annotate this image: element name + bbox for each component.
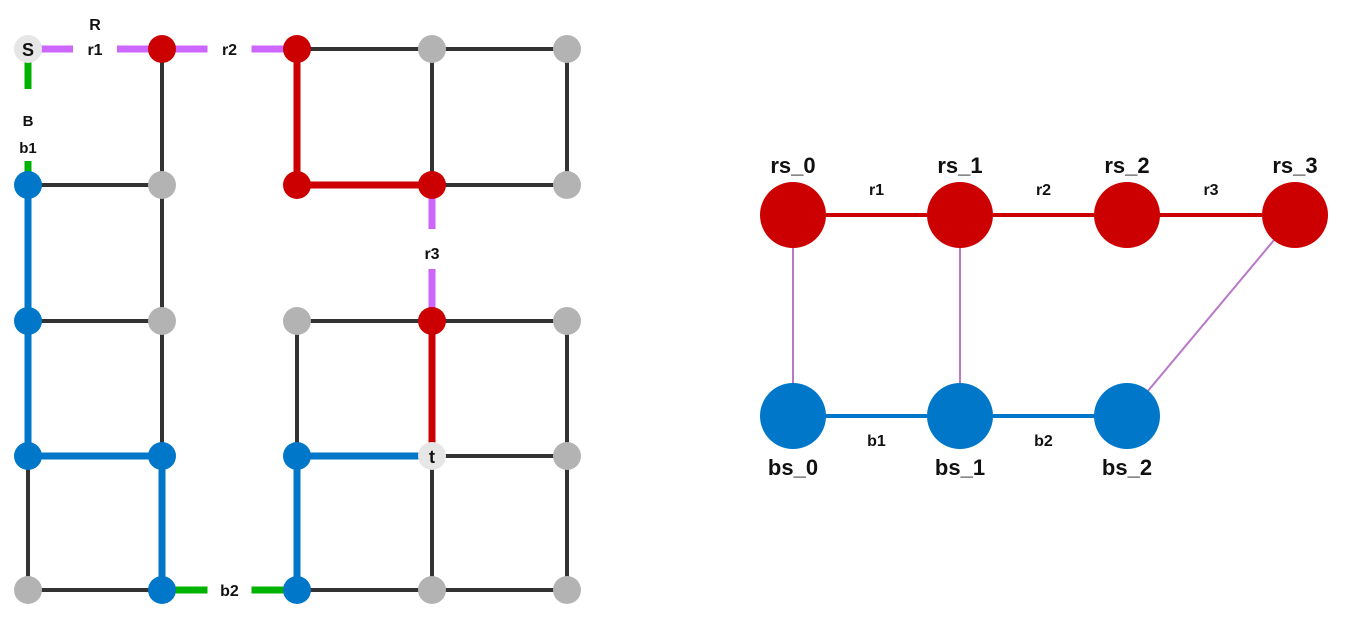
grid-node-light (14, 35, 42, 63)
grid-node-gray (283, 307, 311, 335)
grid-title-label: R (89, 17, 101, 34)
grid-graph-nodes: St (14, 35, 581, 604)
grid-node-blue (148, 442, 176, 470)
abstract-link-edge (1126, 214, 1296, 417)
grid-node-gray (418, 35, 446, 63)
abstract-edge-label: r2 (1036, 182, 1051, 199)
grid-node-gray (418, 576, 446, 604)
grid-node-red (418, 307, 446, 335)
abstract-node-bs-0 (760, 383, 826, 449)
grid-node-gray (14, 576, 42, 604)
abstract-node-label: rs_3 (1272, 153, 1317, 178)
grid-edge-label: r3 (424, 246, 439, 263)
abstract-node-label: bs_1 (935, 455, 985, 480)
grid-node-blue (14, 307, 42, 335)
grid-node-gray (553, 171, 581, 199)
abstract-node-bs-1 (927, 383, 993, 449)
grid-edge-tag: B (23, 113, 34, 130)
grid-node-blue (14, 171, 42, 199)
grid-node-label-S: S (22, 40, 34, 60)
abstract-edge-label: r1 (869, 182, 884, 199)
grid-node-gray (553, 307, 581, 335)
grid-node-light (418, 442, 446, 470)
abstract-node-label: rs_1 (937, 153, 982, 178)
grid-node-gray (148, 171, 176, 199)
abstract-edge-label: r3 (1203, 182, 1218, 199)
abstract-node-rs-0 (760, 182, 826, 248)
abstract-edge-label: b2 (1034, 433, 1053, 450)
abstract-edge-label: b1 (867, 433, 886, 450)
grid-edge-label: b2 (220, 583, 239, 600)
grid-node-gray (148, 307, 176, 335)
abstract-node-label: bs_2 (1102, 455, 1152, 480)
abstract-node-label: rs_2 (1104, 153, 1149, 178)
abstract-graph-edges: r1 r2 r3 b1 b2 (792, 182, 1296, 450)
grid-node-gray (553, 442, 581, 470)
grid-node-red (418, 171, 446, 199)
grid-node-blue (283, 442, 311, 470)
grid-edge-label: r1 (87, 42, 102, 59)
grid-edge-label: r2 (222, 42, 237, 59)
grid-node-red (283, 35, 311, 63)
abstract-graph-nodes: rs_0 rs_1 rs_2 rs_3 bs_0 bs_1 bs_2 (760, 153, 1328, 480)
grid-node-gray (553, 35, 581, 63)
abstract-node-label: bs_0 (768, 455, 818, 480)
grid-node-gray (553, 576, 581, 604)
grid-node-red (148, 35, 176, 63)
grid-node-red (283, 171, 311, 199)
grid-graph-edges: r1 r2 b2 Bb1 r3 (19, 42, 569, 600)
abstract-node-rs-1 (927, 182, 993, 248)
abstract-node-rs-3 (1262, 182, 1328, 248)
grid-node-blue (283, 576, 311, 604)
grid-node-label-t: t (429, 447, 435, 467)
abstract-node-label: rs_0 (770, 153, 815, 178)
grid-node-blue (148, 576, 176, 604)
abstract-node-bs-2 (1094, 383, 1160, 449)
grid-node-blue (14, 442, 42, 470)
grid-edge-label: b1 (19, 140, 37, 157)
abstract-node-rs-2 (1094, 182, 1160, 248)
